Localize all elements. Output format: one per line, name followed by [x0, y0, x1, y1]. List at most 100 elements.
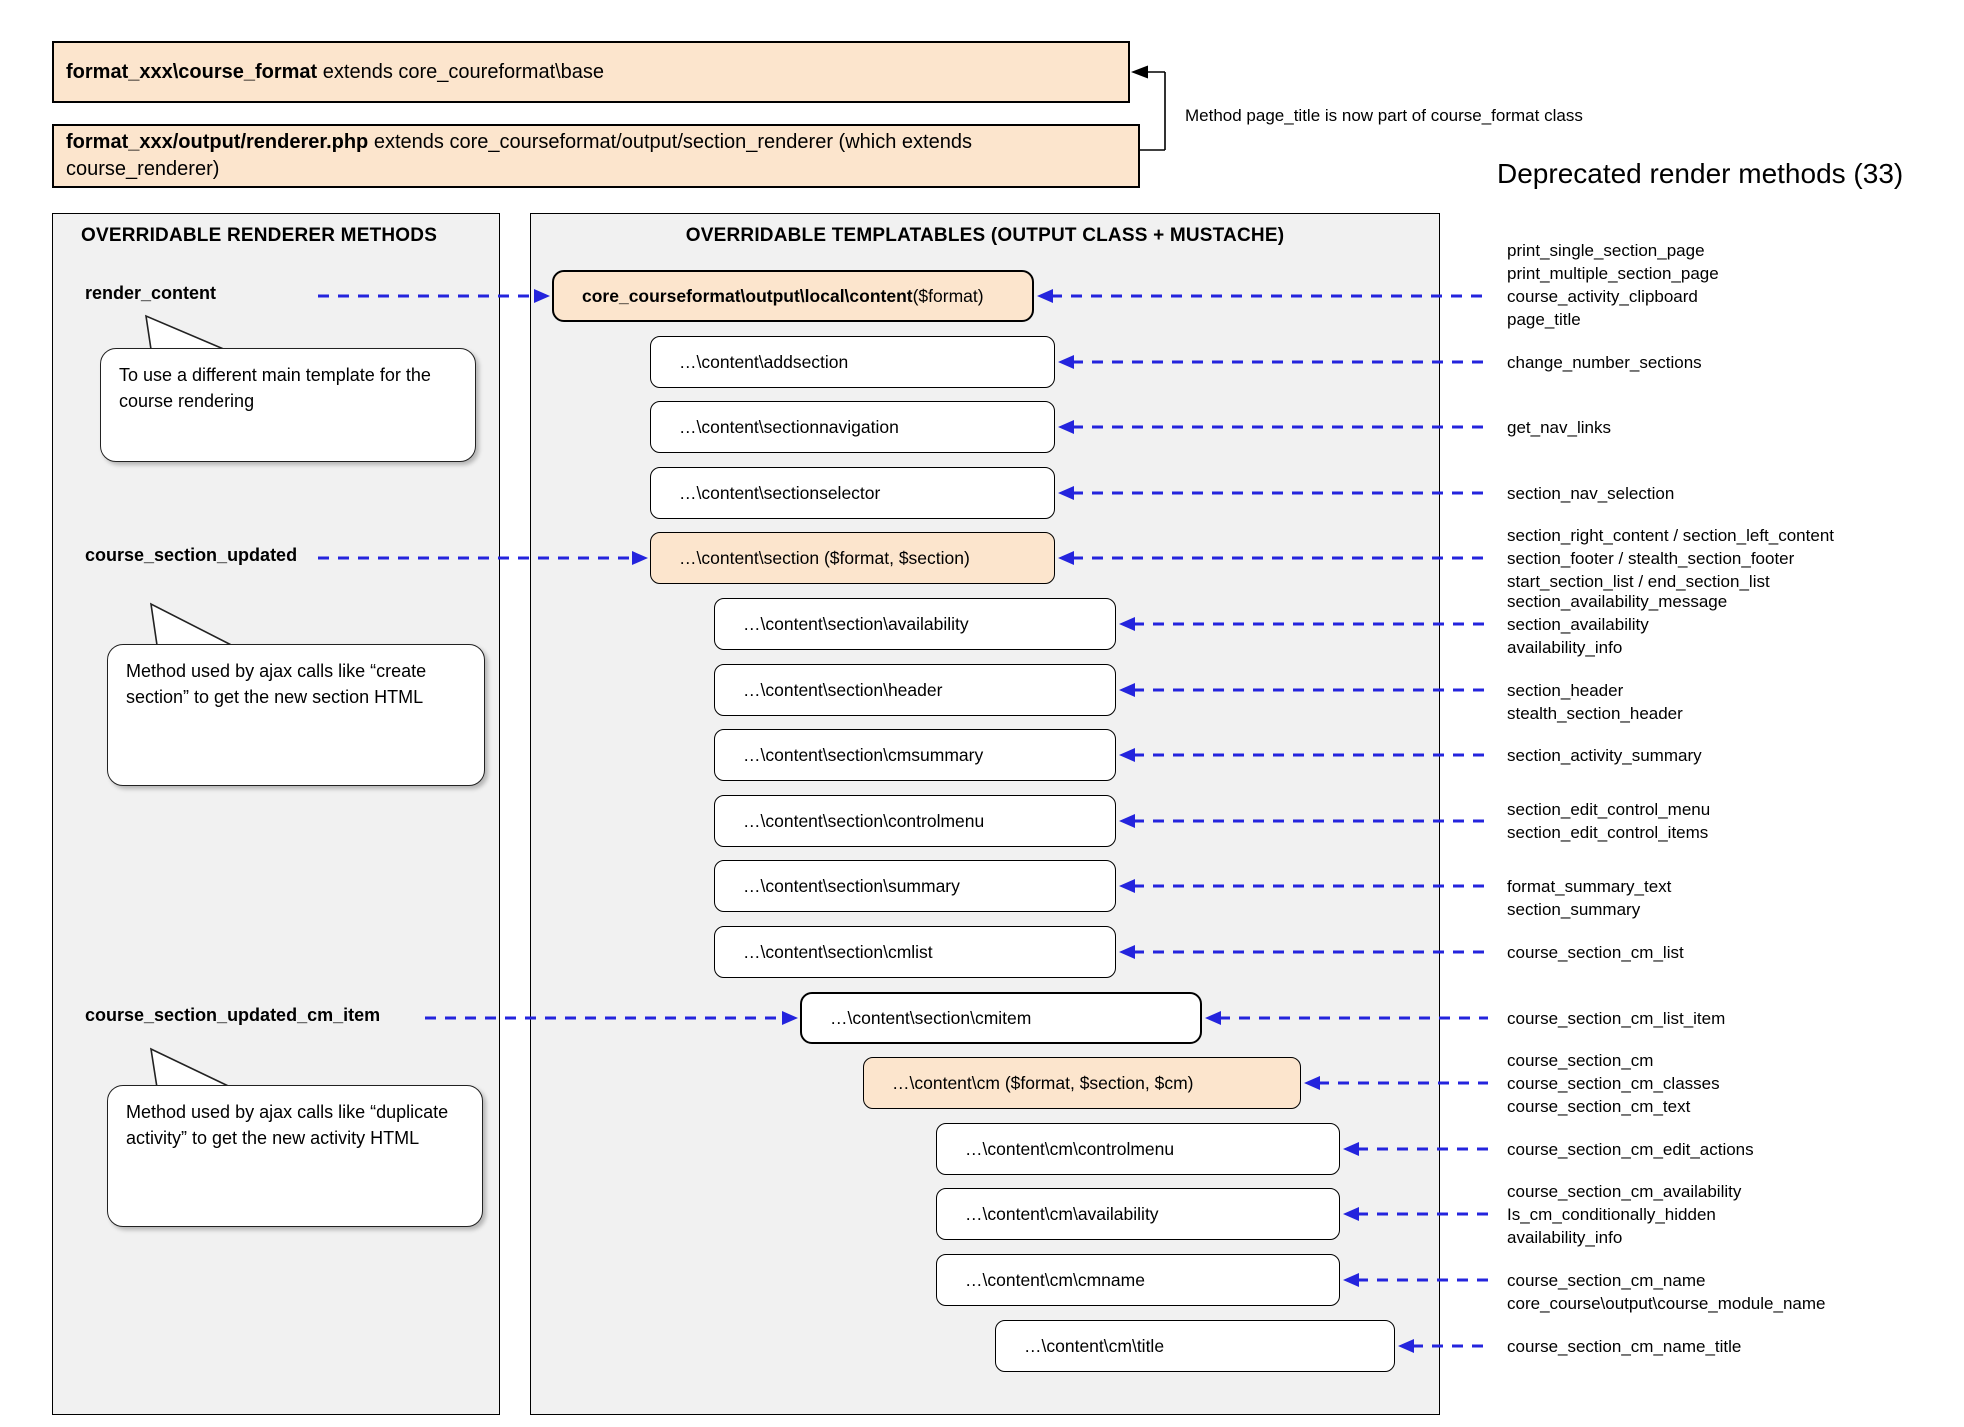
deprecated-method: course_section_cm: [1507, 1050, 1654, 1070]
deprecated-method: section_availability: [1507, 614, 1649, 634]
method-course-section-updated-cm-item: course_section_updated_cm_item: [85, 1005, 381, 1025]
deprecated-method: section_edit_control_items: [1507, 823, 1709, 842]
arrowhead: [1398, 1339, 1414, 1353]
deprecated-method: stealth_section_header: [1507, 703, 1683, 723]
templatable-box-section: …\content\section ($format, $section): [650, 532, 1055, 584]
deprecated-method: start_section_list / end_section_list: [1507, 571, 1770, 591]
deprecated-method: section_header: [1507, 680, 1624, 700]
deprecated-method: section_availability_message: [1507, 591, 1728, 611]
class-box-text: format_xxx/output/renderer.php extends c…: [66, 131, 972, 180]
deprecated-method: course_section_cm_name: [1507, 1270, 1706, 1290]
arrowhead: [1119, 814, 1135, 828]
arrowhead: [1119, 617, 1135, 631]
deprecated-method-group: section_right_content / section_left_con…: [1507, 524, 1834, 593]
note-bubble-course-section-updated: Method used by ajax calls like “create s…: [107, 644, 485, 786]
dashed-arrows: [318, 289, 1488, 1353]
deprecated-method: change_number_sections: [1507, 352, 1702, 372]
templatable-box-section-controlmenu: …\content\section\controlmenu: [714, 795, 1116, 847]
arrowhead: [1058, 355, 1074, 369]
deprecated-method: section_footer / stealth_section_footer: [1507, 548, 1795, 568]
deprecated-method: course_section_cm_edit_actions: [1507, 1139, 1754, 1159]
deprecated-method: course_section_cm_availability: [1507, 1181, 1742, 1201]
arrowhead: [782, 1011, 798, 1025]
panel-title: OVERRIDABLE RENDERER METHODS: [81, 225, 438, 246]
deprecated-method-group: section_activity_summary: [1507, 744, 1702, 767]
arrowhead: [1119, 945, 1135, 959]
templatable-box-section-summary: …\content\section\summary: [714, 860, 1116, 912]
deprecated-method: section_edit_control_menu: [1507, 800, 1711, 819]
deprecated-method: section_activity_summary: [1507, 745, 1702, 765]
deprecated-method: course_section_cm_text: [1507, 1096, 1691, 1116]
deprecated-method: print_multiple_section_page: [1507, 263, 1719, 283]
arrowhead: [1343, 1273, 1359, 1287]
templatable-box-cm-cmname: …\content\cm\cmname: [936, 1254, 1340, 1306]
arrowhead: [534, 289, 550, 303]
deprecated-method-group: section_header stealth_section_header: [1507, 679, 1683, 725]
method-course-section-updated: course_section_updated: [85, 545, 298, 565]
templatable-box-cm-availability: …\content\cm\availability: [936, 1188, 1340, 1240]
templatable-box-content: core_courseformat\output\local\content (…: [552, 270, 1034, 322]
arrowhead: [1119, 683, 1135, 697]
deprecated-method: page_title: [1507, 309, 1581, 329]
deprecated-method-group: course_section_cm_list: [1507, 941, 1684, 964]
deprecated-method-group: course_section_cm_list_item: [1507, 1007, 1725, 1030]
deprecated-method-group: section_availability_message section_avai…: [1507, 590, 1727, 659]
templatable-box-section-cmitem: …\content\section\cmitem: [800, 992, 1202, 1044]
deprecated-method-group: course_section_cm_name core_course\output…: [1507, 1269, 1825, 1315]
arrowhead: [1058, 486, 1074, 500]
deprecated-method: course_section_cm_list_item: [1507, 1008, 1726, 1028]
deprecated-method-group: get_nav_links: [1507, 416, 1611, 439]
deprecated-method: core_course\output\course_module_name: [1507, 1293, 1826, 1313]
deprecated-method: availability_info: [1507, 1227, 1623, 1247]
templatable-box-cm-title: …\content\cm\title: [995, 1320, 1395, 1372]
box-label: core_courseformat\output\local\content: [582, 285, 913, 306]
deprecated-method: get_nav_links: [1507, 417, 1611, 437]
templatable-box-cm: …\content\cm ($format, $section, $cm): [863, 1057, 1301, 1109]
deprecated-method-group: course_section_cm_edit_actions: [1507, 1138, 1754, 1161]
arrowhead: [1343, 1207, 1359, 1221]
deprecated-method: section_right_content / section_left_con…: [1507, 525, 1834, 545]
arrowhead: [1205, 1011, 1221, 1025]
templatable-box-section-availability: …\content\section\availability: [714, 598, 1116, 650]
arrowhead: [632, 551, 648, 565]
arrowhead: [1037, 289, 1053, 303]
templatable-box-section-cmsummary: …\content\section\cmsummary: [714, 729, 1116, 781]
class-box-text: format_xxx\course_format extends core_co…: [66, 60, 605, 83]
class-box-course-format: format_xxx\course_format extends core_co…: [52, 41, 1130, 103]
templatable-box-section-header: …\content\section\header: [714, 664, 1116, 716]
class-box-renderer-php: format_xxx/output/renderer.php extends c…: [52, 124, 1140, 188]
deprecated-method: course_activity_clipboard: [1507, 286, 1698, 306]
deprecated-method-group: course_section_cm_name_title: [1507, 1335, 1741, 1358]
deprecated-method: course_section_cm_classes: [1507, 1073, 1720, 1093]
panel-title: OVERRIDABLE TEMPLATABLES (OUTPUT CLASS +…: [685, 225, 1285, 246]
arrowhead: [1119, 879, 1135, 893]
templatable-box-sectionnavigation: …\content\sectionnavigation: [650, 401, 1055, 453]
arrowhead: [1058, 551, 1074, 565]
note-bubble-course-section-updated-cm-item: Method used by ajax calls like “duplicat…: [107, 1085, 483, 1227]
deprecated-method: section_nav_selection: [1507, 483, 1675, 503]
deprecated-method-group: print_single_section_page print_multiple_…: [1507, 239, 1719, 331]
deprecated-method: Is_cm_conditionally_hidden: [1507, 1204, 1716, 1224]
box-label: ($format): [912, 285, 984, 306]
deprecated-method-group: section_edit_control_menu section_edit_co…: [1507, 798, 1710, 844]
deprecated-method: availability_info: [1507, 637, 1623, 657]
method-render-content: render_content: [85, 283, 217, 303]
deprecated-method: course_section_cm_name_title: [1507, 1336, 1742, 1356]
templatable-box-cm-controlmenu: …\content\cm\controlmenu: [936, 1123, 1340, 1175]
deprecated-method: format_summary_text: [1507, 876, 1672, 896]
templatable-box-addsection: …\content\addsection: [650, 336, 1055, 388]
deprecated-method-group: course_section_cm course_section_cm_class…: [1507, 1049, 1720, 1118]
deprecated-title: Deprecated render methods (33): [1497, 158, 1904, 189]
deprecated-method: print_single_section_page: [1507, 240, 1705, 260]
note-bubble-render-content: To use a different main template for the…: [100, 348, 476, 462]
deprecated-method: course_section_cm_list: [1507, 942, 1684, 962]
arrowhead: [1058, 420, 1074, 434]
arrowhead: [1343, 1142, 1359, 1156]
bracket-connector: [1131, 65, 1166, 151]
bubble-tails: [144, 314, 246, 1095]
arrowhead: [1119, 748, 1135, 762]
deprecated-method-group: change_number_sections: [1507, 351, 1702, 374]
